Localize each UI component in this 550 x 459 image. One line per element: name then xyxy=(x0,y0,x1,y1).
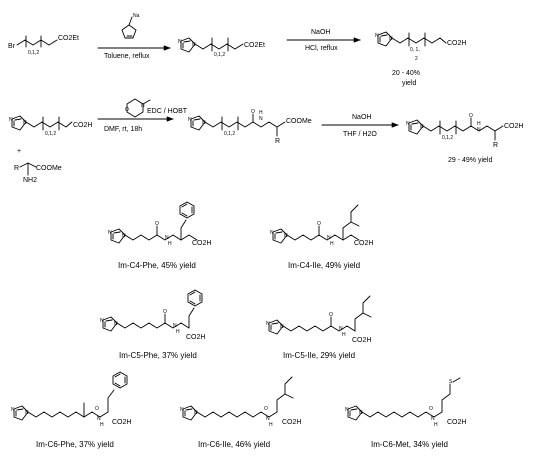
svg-text:H: H xyxy=(176,329,180,335)
svg-text:R: R xyxy=(493,142,498,149)
svg-text:N: N xyxy=(431,416,435,422)
svg-text:O: O xyxy=(329,312,333,318)
scheme2: 0,1,2 CO2H + R COOMe NH2 O N EDC / HOBT … xyxy=(8,98,523,184)
svg-text:O: O xyxy=(429,406,433,412)
svg-text:R: R xyxy=(275,138,280,145)
na-imidazole: Na xyxy=(121,13,140,39)
svg-text:O: O xyxy=(163,309,167,315)
svg-text:H: H xyxy=(168,241,172,247)
yield-1: 20 - 40% xyxy=(392,70,420,77)
cond-3b: DMF, rt, 18h xyxy=(104,126,142,133)
svg-text:N: N xyxy=(339,326,343,332)
cond-4b: THF / H2O xyxy=(343,131,377,138)
svg-text:O: O xyxy=(469,113,473,119)
svg-text:N: N xyxy=(165,235,169,241)
product-im-c6-ile: O H N CO2H Im-C6-Ile, 46% yield xyxy=(179,376,301,449)
svg-text:NH2: NH2 xyxy=(23,177,37,184)
svg-text:S: S xyxy=(449,379,453,385)
ester-1: CO2Et xyxy=(58,35,79,42)
svg-text:H: H xyxy=(269,422,273,428)
svg-text:N: N xyxy=(266,416,270,422)
svg-text:Na: Na xyxy=(133,13,140,19)
bracket-1 xyxy=(25,35,42,48)
label-im-c6-ile: Im-C6-Ile, 46% yield xyxy=(198,440,270,449)
svg-text:H: H xyxy=(477,121,481,127)
product-im-c4-ile: O H N CO2H Im-C4-Ile, 49% yield xyxy=(269,204,373,270)
range-2: 0,1,2 xyxy=(214,52,225,58)
svg-text:O: O xyxy=(251,109,255,115)
svg-text:COOMe: COOMe xyxy=(36,165,62,172)
svg-text:CO2H: CO2H xyxy=(192,240,211,247)
product-im-c6-phe: O H N CO2H Im-C6-Phe, 37% yield xyxy=(10,371,131,449)
svg-text:H: H xyxy=(434,422,438,428)
cond-2a: NaOH xyxy=(311,29,330,36)
svg-text:CO2H: CO2H xyxy=(354,240,373,247)
svg-text:CO2H: CO2H xyxy=(447,419,466,426)
svg-text:O: O xyxy=(95,406,99,412)
svg-text:N: N xyxy=(327,235,331,241)
cond-4a: NaOH xyxy=(352,114,371,121)
svg-text:N: N xyxy=(259,116,263,122)
svg-text:N: N xyxy=(477,127,481,133)
svg-text:N: N xyxy=(97,416,101,422)
cond-1: Toluene, reflux xyxy=(104,53,150,60)
svg-text:N: N xyxy=(141,103,145,109)
svg-text:O: O xyxy=(155,221,159,227)
svg-text:CO2H: CO2H xyxy=(186,334,205,341)
label-im-c5-phe: Im-C5-Phe, 37% yield xyxy=(119,351,197,360)
cond-2b: HCl, reflux xyxy=(305,45,338,52)
range-1: 0,1,2 xyxy=(28,50,39,56)
svg-text:O: O xyxy=(317,221,321,227)
product-im-c5-ile: O H N CO2H Im-C5-Ile, 29% yield xyxy=(265,295,371,360)
svg-text:CO2H: CO2H xyxy=(112,419,131,426)
svg-text:0,1,2: 0,1,2 xyxy=(442,135,453,141)
yield-2: 29 - 49% yield xyxy=(448,157,492,164)
svg-text:CO2H: CO2H xyxy=(352,337,371,344)
svg-text:0, 1,: 0, 1, xyxy=(410,47,420,53)
product-im-c4-phe: O H N CO2H Im-C4-Phe, 45% yield xyxy=(107,201,211,270)
svg-text:H: H xyxy=(330,241,334,247)
svg-text:2: 2 xyxy=(415,56,418,62)
svg-text:CO2H: CO2H xyxy=(282,419,301,426)
svg-text:H: H xyxy=(100,422,104,428)
scheme1: Br 0,1,2 CO2Et Na Toluene, reflux 0,1,2 … xyxy=(8,13,466,87)
chain-2 xyxy=(194,43,244,50)
chain-1 xyxy=(16,39,58,46)
bromide-label: Br xyxy=(8,43,16,50)
svg-text:N: N xyxy=(173,323,177,329)
acid-1: CO2H xyxy=(447,40,466,47)
cond-3a: EDC / HOBT xyxy=(147,108,188,115)
product-im-c5-phe: O H N CO2H Im-C5-Phe, 37% yield xyxy=(99,289,205,360)
svg-text:0,1,2: 0,1,2 xyxy=(45,131,56,137)
product-im-c6-met: O H N S CO2H Im-C6-Met, 34% yield xyxy=(344,377,466,449)
svg-text:0,1,2: 0,1,2 xyxy=(224,131,235,137)
svg-text:COOMe: COOMe xyxy=(286,118,312,125)
svg-text:CO2H: CO2H xyxy=(504,123,523,130)
label-im-c6-phe: Im-C6-Phe, 37% yield xyxy=(36,440,114,449)
svg-text:H: H xyxy=(342,332,346,338)
label-im-c4-ile: Im-C4-Ile, 49% yield xyxy=(288,261,360,270)
morpholine: O N xyxy=(125,98,151,118)
label-im-c5-ile: Im-C5-Ile, 29% yield xyxy=(283,351,355,360)
plus-sign: + xyxy=(17,148,21,155)
svg-text:H: H xyxy=(259,110,263,116)
svg-text:O: O xyxy=(264,406,268,412)
acid-2: CO2H xyxy=(73,122,92,129)
label-im-c4-phe: Im-C4-Phe, 45% yield xyxy=(118,261,196,270)
yield-1-word: yield xyxy=(402,80,417,87)
label-im-c6-met: Im-C6-Met, 34% yield xyxy=(371,440,448,449)
ester-2: CO2Et xyxy=(244,42,265,49)
chain-3 xyxy=(391,37,447,44)
svg-text:R: R xyxy=(14,165,19,172)
svg-text:O: O xyxy=(125,107,129,113)
